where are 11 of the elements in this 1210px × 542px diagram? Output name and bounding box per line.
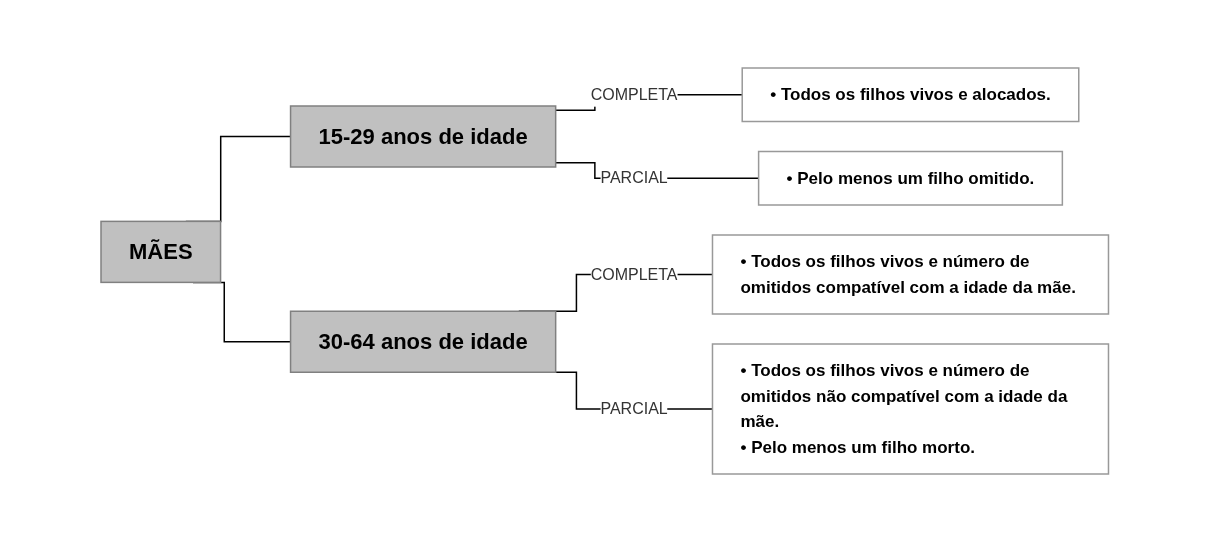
node-box: • Todos os filhos vivos e número de omitidos compatível com a idade da mãe.	[712, 234, 1110, 315]
node-box: 30-64 anos de idade	[290, 310, 557, 373]
node-box: • Todos os filhos vivos e alocados.	[741, 67, 1080, 123]
node-box: • Pelo menos um filho omitido.	[758, 150, 1064, 206]
node-box: 15-29 anos de idade	[290, 105, 557, 168]
node-box: MÃES	[100, 220, 222, 284]
edge-label: COMPLETA	[590, 85, 678, 103]
edge-label: COMPLETA	[590, 265, 678, 283]
node-box: • Todos os filhos vivos e número de omitidos não compatível com a idade da mãe. • Pelo menos um filho morto.	[712, 343, 1110, 475]
edge-label: PARCIAL	[600, 169, 668, 187]
edge-label: PARCIAL	[600, 400, 668, 417]
